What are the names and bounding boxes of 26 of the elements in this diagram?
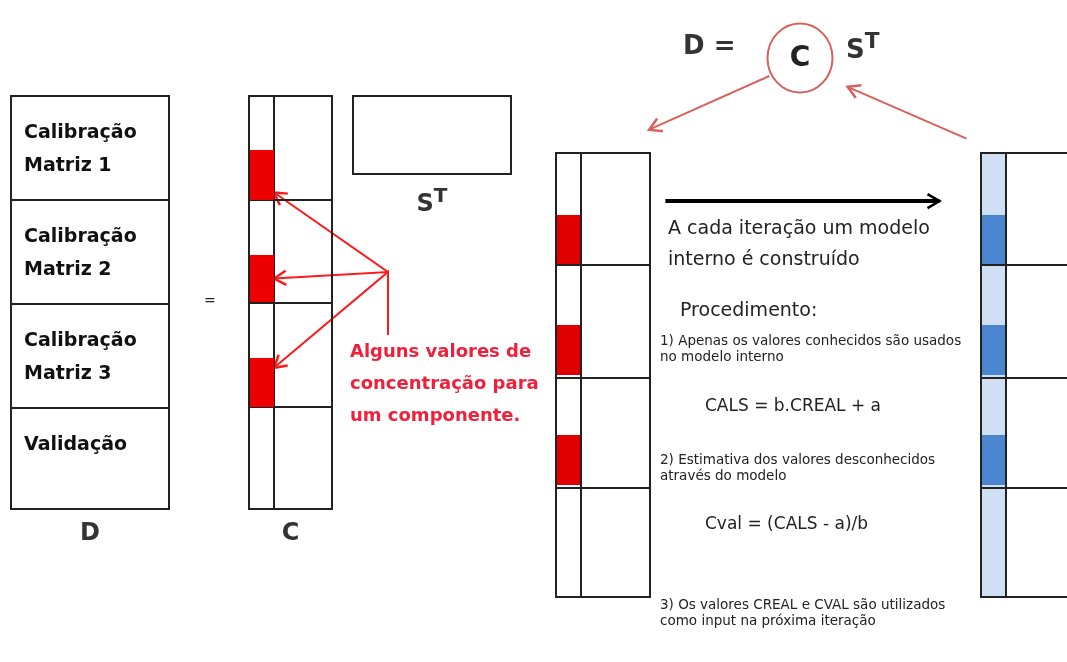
formula-text: Cval = (CALS - a)/b <box>705 513 870 533</box>
row-label: Validação <box>24 431 129 456</box>
highlighted-cell <box>250 358 274 407</box>
highlighted-cell <box>250 150 274 200</box>
matrix-drawing <box>555 152 651 598</box>
step-text: 1) Apenas os valores conhecidos são usados no modelo interno <box>660 332 963 364</box>
highlighted-cell <box>250 255 274 302</box>
equation-text: C <box>788 40 812 73</box>
equals-sign: = <box>204 292 217 308</box>
equation-text: D = <box>683 30 737 60</box>
section-heading: Procedimento: <box>680 298 819 320</box>
step-text: 3) Os valores CREAL e CVAL são utilizados como input na próxima iteração <box>660 596 947 628</box>
row-label: Calibração Matriz 2 <box>24 223 138 281</box>
arrow <box>846 83 968 140</box>
highlight-circle <box>766 22 834 94</box>
arrow <box>647 75 771 133</box>
matrix-label: C <box>280 518 301 546</box>
matrix-label: S$^{T}$ <box>415 183 449 217</box>
formula-text: CALS = b.CREAL + a <box>705 395 882 415</box>
equation-text: S$^{T}$ <box>846 28 881 64</box>
step-text: 2) Estimativa dos valores desconhecidos através do modelo <box>660 451 937 483</box>
arrow <box>665 192 941 210</box>
row-label: Calibração Matriz 3 <box>24 327 138 385</box>
matrix-drawing <box>980 152 1067 598</box>
matrix-label: D <box>79 518 101 546</box>
row-label: Calibração Matriz 1 <box>24 119 138 177</box>
